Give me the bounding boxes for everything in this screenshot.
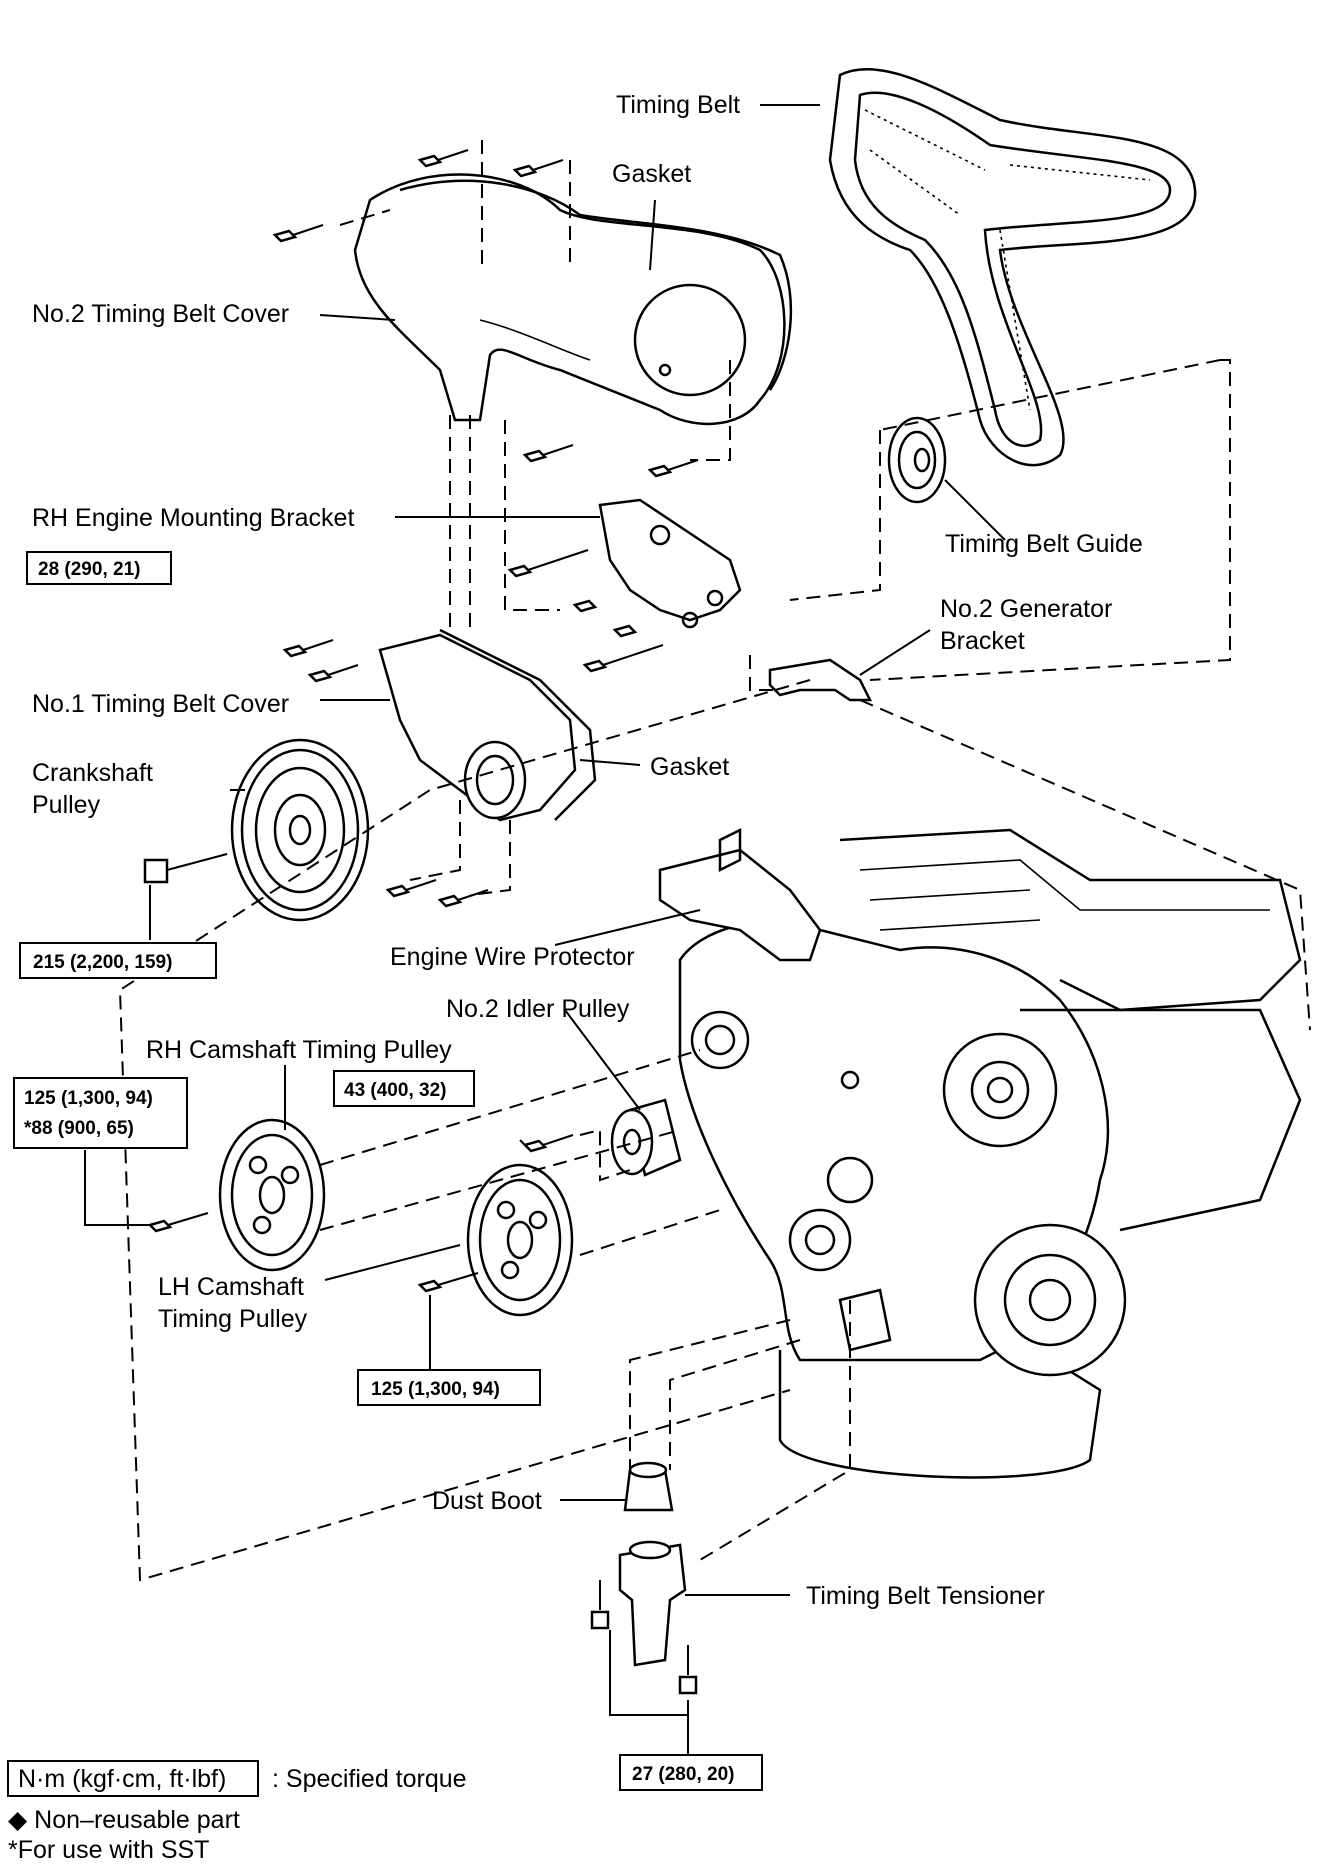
bolt — [612, 624, 638, 638]
part-labels: Timing Belt Gasket No.2 Timing Belt Cove… — [32, 91, 1143, 1610]
label-rh-camshaft-timing-pulley: RH Camshaft Timing Pulley — [146, 1036, 452, 1064]
label-timing-belt-guide: Timing Belt Guide — [945, 530, 1143, 558]
timing-belt — [828, 67, 1197, 467]
bolt — [417, 1272, 479, 1293]
label-no2-generator-bracket-line2: Bracket — [940, 627, 1025, 655]
legend-unit-desc: : Specified torque — [272, 1765, 467, 1793]
label-crankshaft-pulley-line1: Crankshaft — [32, 759, 153, 787]
torque-lh-cam: 125 (1,300, 94) — [371, 1379, 500, 1400]
bolt — [507, 549, 589, 578]
bolt — [385, 879, 437, 898]
leader-lines — [84, 104, 1006, 1760]
legend: N·m (kgf·cm, ft·lbf) : Specified torque … — [7, 1760, 467, 1864]
timing-belt-tensioner — [618, 1540, 687, 1667]
bolt — [272, 224, 324, 243]
legend-unit: N·m (kgf·cm, ft·lbf) — [18, 1765, 226, 1793]
bolts — [143, 149, 699, 1695]
bolt — [522, 444, 574, 463]
bolt — [307, 664, 359, 683]
bolt — [437, 889, 489, 908]
engine-wire-protector — [658, 827, 822, 962]
no2-timing-belt-cover — [353, 173, 793, 426]
torque-idler: 43 (400, 32) — [344, 1080, 446, 1101]
label-engine-wire-protector: Engine Wire Protector — [390, 943, 635, 971]
timing-belt-guide — [887, 416, 947, 504]
torque-bracket: 28 (290, 21) — [38, 559, 140, 580]
legend-sst: *For use with SST — [8, 1836, 209, 1864]
label-lh-camshaft-line1: LH Camshaft — [158, 1273, 304, 1301]
legend-nonreusable: ◆ Non–reusable part — [8, 1806, 240, 1834]
bolt — [572, 599, 598, 613]
no2-idler-pulley — [610, 1098, 682, 1177]
torque-box-lh-cam: 125 (1,300, 94) — [357, 1369, 541, 1406]
torque-rh-cam-2: *88 (900, 65) — [24, 1118, 134, 1139]
torque-specs: 28 (290, 21) 215 (2,200, 159) 125 (1,300… — [13, 551, 763, 1791]
label-gasket-top: Gasket — [612, 160, 691, 188]
label-rh-engine-mounting-bracket: RH Engine Mounting Bracket — [32, 504, 354, 532]
torque-tensioner: 27 (280, 20) — [632, 1764, 734, 1785]
bolt — [582, 644, 664, 673]
engine-block — [678, 828, 1302, 1479]
bolt — [512, 159, 564, 178]
bolt — [147, 1212, 209, 1233]
bolt — [143, 853, 228, 884]
bolt — [522, 1134, 574, 1153]
assembly-dashed-lines — [118, 140, 1311, 1582]
rh-camshaft-timing-pulley — [218, 1118, 326, 1272]
no2-generator-bracket — [768, 658, 873, 702]
label-no2-generator-bracket-line1: No.2 Generator — [940, 595, 1112, 623]
label-crankshaft-pulley-line2: Pulley — [32, 791, 101, 819]
torque-rh-cam-1: 125 (1,300, 94) — [24, 1088, 153, 1109]
no1-timing-belt-cover — [378, 628, 597, 822]
bolt — [647, 459, 699, 478]
lh-camshaft-timing-pulley — [466, 1163, 574, 1317]
label-gasket-mid: Gasket — [650, 753, 729, 781]
torque-box-tensioner: 27 (280, 20) — [619, 1754, 763, 1791]
rh-engine-mounting-bracket — [598, 498, 742, 629]
torque-box-idler: 43 (400, 32) — [333, 1070, 475, 1107]
torque-box-crank: 215 (2,200, 159) — [19, 942, 217, 979]
label-no2-idler-pulley: No.2 Idler Pulley — [446, 995, 630, 1023]
label-lh-camshaft-line2: Timing Pulley — [158, 1305, 308, 1333]
label-dust-boot: Dust Boot — [432, 1487, 542, 1515]
bolt — [282, 639, 334, 658]
label-timing-belt-tensioner: Timing Belt Tensioner — [806, 1582, 1045, 1610]
bolt — [678, 1645, 698, 1695]
torque-box-bracket: 28 (290, 21) — [26, 551, 172, 585]
label-timing-belt: Timing Belt — [616, 91, 740, 119]
bolt — [590, 1580, 610, 1630]
torque-crank: 215 (2,200, 159) — [33, 952, 172, 973]
torque-box-rh-cam: 125 (1,300, 94) *88 (900, 65) — [13, 1077, 188, 1149]
dust-boot — [623, 1461, 674, 1512]
bolt — [417, 149, 469, 168]
crankshaft-pulley — [230, 738, 370, 922]
label-no1-timing-belt-cover: No.1 Timing Belt Cover — [32, 690, 289, 718]
label-no2-timing-belt-cover: No.2 Timing Belt Cover — [32, 300, 289, 328]
